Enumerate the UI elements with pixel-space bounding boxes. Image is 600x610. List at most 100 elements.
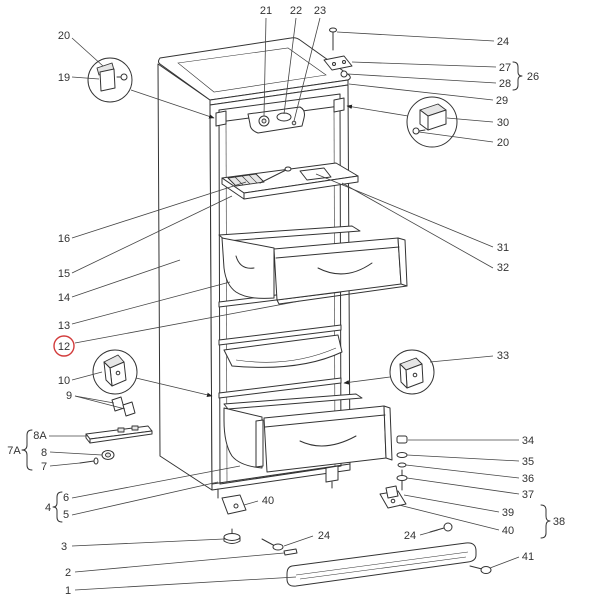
kick-plate bbox=[286, 542, 477, 587]
callout-13: 13 bbox=[58, 320, 70, 332]
callout-37: 37 bbox=[522, 489, 534, 501]
hinge-pin-icon bbox=[412, 127, 420, 135]
callout-30: 30 bbox=[497, 117, 509, 129]
callout-labels: 20 19 21 22 23 24 27 28 26 29 30 20 16 1… bbox=[7, 5, 565, 597]
leader-23 bbox=[293, 17, 321, 122]
screw-icon bbox=[329, 27, 337, 33]
top-hinge-left bbox=[215, 110, 227, 127]
leader-lines bbox=[49, 17, 520, 591]
screw-icon bbox=[272, 543, 284, 551]
hinge-pin-icon bbox=[120, 73, 128, 81]
callout-4: 4 bbox=[45, 502, 51, 514]
leader-32 bbox=[341, 182, 494, 269]
callout-40: 40 bbox=[502, 525, 514, 537]
leader-20-right bbox=[418, 131, 494, 143]
cabinet-top-recess bbox=[177, 47, 327, 93]
leader-13 bbox=[71, 281, 231, 325]
screw-icon bbox=[480, 566, 492, 574]
inset-mid-right bbox=[389, 349, 435, 395]
locating-pin bbox=[283, 548, 298, 556]
leader-24-mid-right bbox=[419, 529, 439, 536]
cabinet-side-panel bbox=[157, 63, 213, 491]
callout-41: 41 bbox=[522, 551, 534, 563]
callout-9: 9 bbox=[66, 390, 72, 402]
lower-drawer-rim bbox=[223, 393, 363, 410]
callout-5: 5 bbox=[63, 509, 69, 521]
leader-31 bbox=[315, 173, 494, 248]
callout-29: 29 bbox=[496, 95, 508, 107]
callout-20: 20 bbox=[58, 30, 70, 42]
screw-icon bbox=[93, 457, 99, 465]
callout-38: 38 bbox=[553, 516, 565, 528]
callout-36: 36 bbox=[522, 473, 534, 485]
leader-6 bbox=[71, 465, 241, 499]
lower-drawer-front bbox=[263, 405, 387, 473]
leader-7 bbox=[49, 462, 81, 467]
callout-14: 14 bbox=[58, 292, 70, 304]
callout-6: 6 bbox=[63, 492, 69, 504]
screw-icon bbox=[443, 522, 453, 532]
leader-15 bbox=[71, 195, 233, 274]
rear-foot-block bbox=[325, 465, 339, 483]
callout-24: 24 bbox=[497, 36, 509, 48]
bracket-26 bbox=[512, 61, 523, 91]
callout-33: 33 bbox=[497, 350, 509, 362]
inset-arrow-top-left bbox=[130, 89, 215, 119]
callout-8a: 8A bbox=[33, 430, 47, 442]
lower-drawer-basket bbox=[223, 407, 263, 469]
leader-39 bbox=[403, 494, 500, 513]
group-brackets bbox=[21, 61, 551, 539]
lower-drawer bbox=[223, 393, 393, 473]
callout-8: 8 bbox=[41, 447, 47, 459]
callout-7a: 7A bbox=[7, 445, 21, 457]
callout-2: 2 bbox=[65, 567, 71, 579]
callout-21: 21 bbox=[260, 5, 272, 17]
leader-28 bbox=[347, 73, 497, 84]
loose-parts bbox=[79, 396, 492, 587]
leader-9b bbox=[74, 395, 126, 410]
leader-14 bbox=[71, 259, 181, 298]
leader-30 bbox=[446, 117, 494, 123]
callout-20: 20 bbox=[497, 137, 509, 149]
leader-24-top bbox=[336, 31, 495, 42]
leader-10 bbox=[71, 371, 103, 381]
leader-1 bbox=[74, 576, 297, 591]
callout-16: 16 bbox=[58, 233, 70, 245]
thermostat-sensor bbox=[276, 112, 292, 122]
inset-arrow-top-right bbox=[346, 104, 409, 117]
callout-34: 34 bbox=[522, 435, 534, 447]
callout-22: 22 bbox=[290, 5, 302, 17]
lower-drawer-handle bbox=[299, 435, 357, 447]
leader-37 bbox=[406, 477, 520, 495]
callout-32: 32 bbox=[497, 262, 509, 274]
inset-arrow-mid-right bbox=[343, 376, 391, 385]
inset-top-right bbox=[406, 96, 458, 148]
upper-drawer bbox=[218, 225, 408, 305]
leader-19 bbox=[71, 76, 100, 80]
callout-19: 19 bbox=[58, 72, 70, 84]
leader-16 bbox=[71, 181, 247, 239]
bracket-38 bbox=[540, 504, 551, 539]
middle-compartment bbox=[218, 324, 343, 368]
washer-icon bbox=[396, 475, 408, 481]
thermostat-unit bbox=[247, 106, 305, 134]
upper-drawer-handle bbox=[317, 262, 373, 275]
leader-27 bbox=[351, 61, 497, 68]
callout-39: 39 bbox=[502, 507, 514, 519]
callout-1: 1 bbox=[65, 585, 71, 597]
leader-24-mid-left bbox=[283, 535, 314, 547]
leader-8 bbox=[49, 451, 103, 456]
upper-drawer-front bbox=[273, 237, 402, 301]
leader-3 bbox=[71, 538, 225, 547]
leader-20-left bbox=[71, 37, 104, 67]
ice-scraper bbox=[259, 169, 287, 184]
washer-icon bbox=[340, 70, 348, 78]
callout-26: 26 bbox=[527, 71, 539, 83]
leader-33 bbox=[429, 355, 494, 363]
washer-icon bbox=[397, 462, 407, 468]
highlight-ring bbox=[53, 335, 75, 357]
inset-mid-left bbox=[92, 349, 138, 395]
shelf-support bbox=[218, 377, 342, 399]
callout-15: 15 bbox=[58, 268, 70, 280]
